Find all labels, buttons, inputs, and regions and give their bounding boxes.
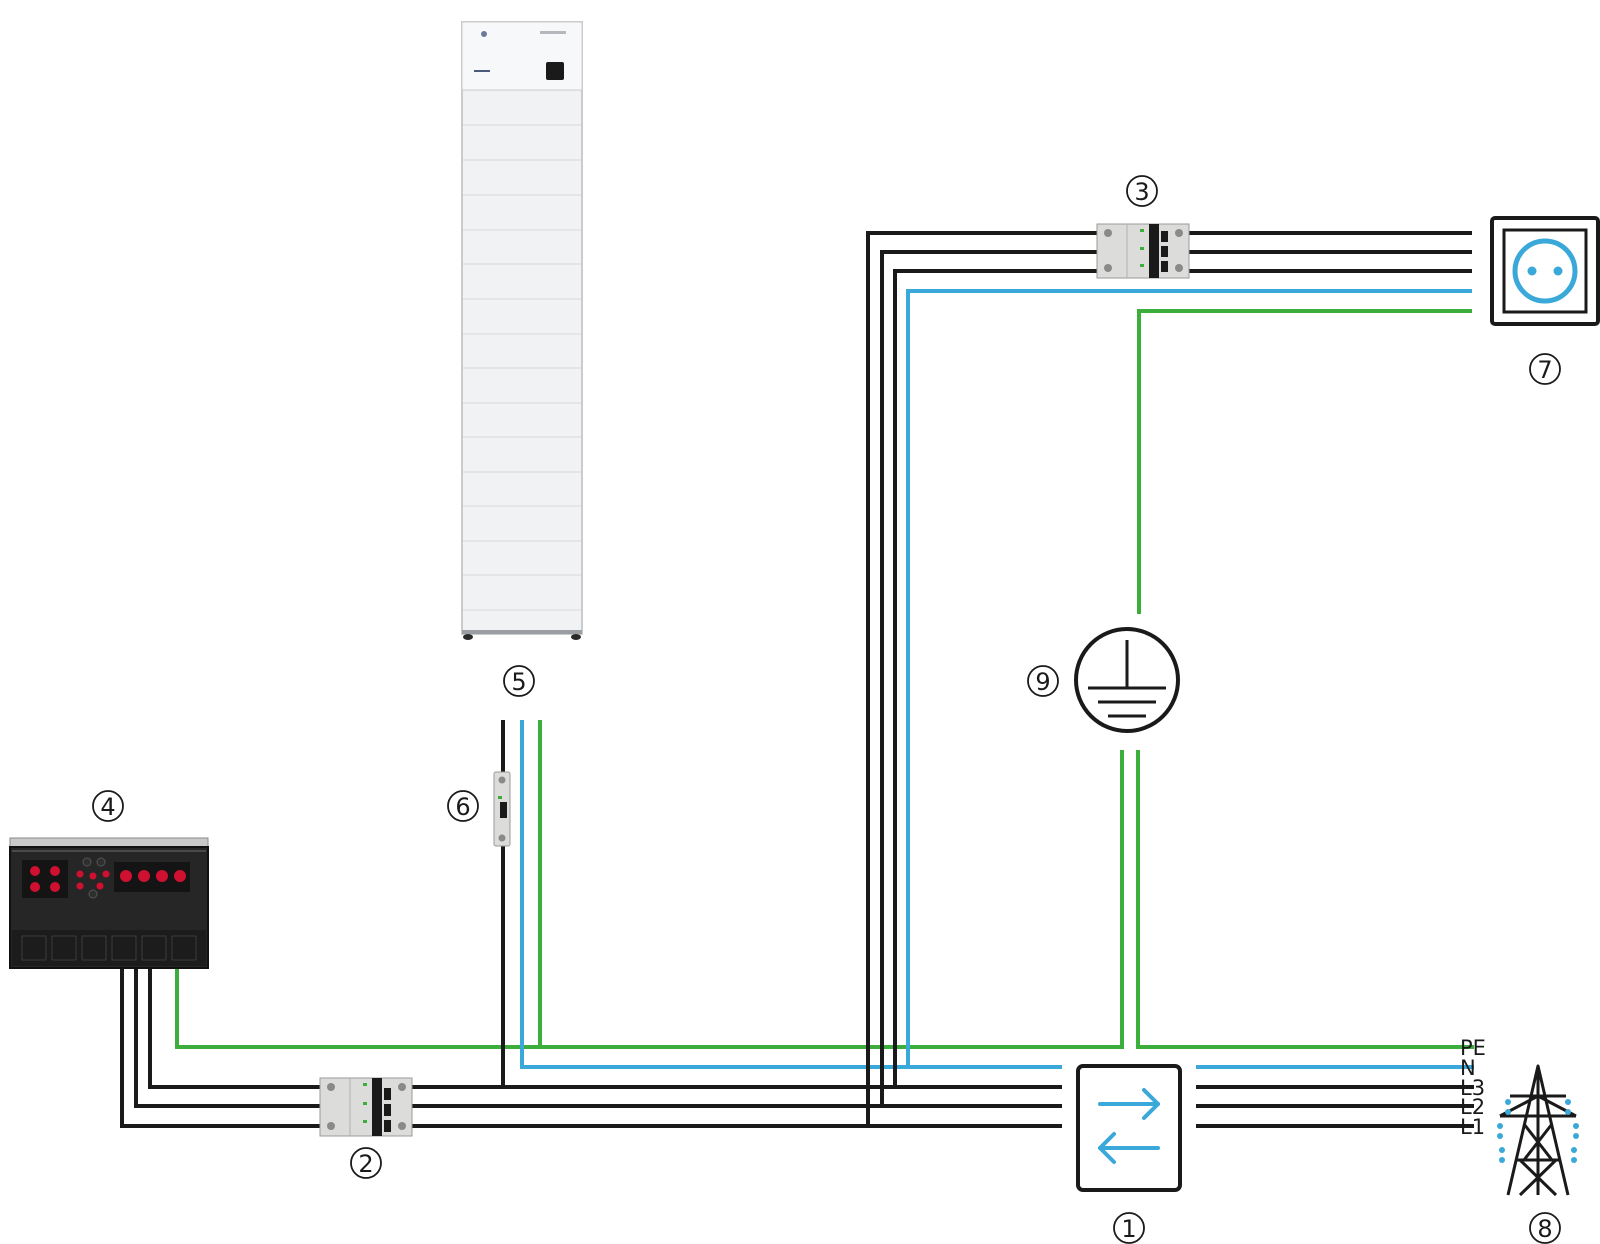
svg-text:3: 3 bbox=[1134, 178, 1149, 206]
svg-text:7: 7 bbox=[1537, 356, 1552, 384]
battery-foot-left bbox=[463, 634, 473, 640]
battery-foot-right bbox=[571, 634, 581, 640]
callout-5: 5 bbox=[503, 665, 535, 697]
phase-wire-l2-inverter bbox=[134, 883, 1062, 1108]
neutral-wire-battery bbox=[520, 720, 1062, 1069]
bidirectional-arrows-icon bbox=[1076, 1064, 1182, 1192]
ground-symbol-icon bbox=[1074, 627, 1180, 733]
three-pole-breaker-socket bbox=[1096, 223, 1190, 279]
svg-text:5: 5 bbox=[511, 668, 526, 696]
transmission-tower-icon bbox=[1497, 1064, 1579, 1197]
line-label-l1: L1 bbox=[1460, 1115, 1485, 1139]
callout-3: 3 bbox=[1126, 175, 1158, 207]
three-pole-breaker-inverter bbox=[319, 1077, 413, 1137]
line-label-n: N bbox=[1460, 1056, 1476, 1080]
callout-6: 6 bbox=[447, 790, 479, 822]
callout-2: 2 bbox=[350, 1147, 382, 1179]
power-socket-icon bbox=[1490, 216, 1600, 326]
wires bbox=[120, 231, 1474, 1128]
line-labels: PE N L3 L2 L1 bbox=[1460, 1036, 1486, 1139]
svg-text:8: 8 bbox=[1537, 1215, 1552, 1243]
line-label-pe: PE bbox=[1460, 1036, 1486, 1060]
callout-7: 7 bbox=[1529, 353, 1561, 385]
phase-wire-l3-inverter bbox=[148, 883, 1062, 1089]
callout-1: 1 bbox=[1113, 1212, 1145, 1244]
callout-8: 8 bbox=[1529, 1212, 1561, 1244]
phase-wire-l2-socket bbox=[880, 250, 1472, 1108]
phase-wires bbox=[120, 231, 1474, 1128]
line-label-l2: L2 bbox=[1460, 1095, 1485, 1119]
earth-wires bbox=[175, 309, 1474, 1049]
svg-text:6: 6 bbox=[455, 793, 470, 821]
earth-wire-socket bbox=[1137, 309, 1472, 614]
battery-switch-icon bbox=[546, 62, 564, 80]
callout-9: 9 bbox=[1027, 665, 1059, 697]
earth-wire-inverter bbox=[175, 750, 1124, 1049]
earth-wire-grid bbox=[1136, 750, 1474, 1049]
inverter-dc-connector bbox=[22, 860, 68, 898]
callout-4: 4 bbox=[92, 790, 124, 822]
battery-storage bbox=[461, 21, 583, 640]
neutral-wires bbox=[520, 289, 1474, 1069]
neutral-wire-socket bbox=[906, 289, 1472, 1069]
svg-text:4: 4 bbox=[100, 793, 115, 821]
single-pole-breaker bbox=[493, 771, 511, 847]
battery-module-lines bbox=[463, 124, 581, 611]
phase-wire-l1-socket bbox=[866, 231, 1472, 1128]
line-label-l3: L3 bbox=[1460, 1076, 1485, 1100]
phase-wire-l1-inverter bbox=[120, 883, 1062, 1128]
battery-logo-icon bbox=[481, 31, 487, 37]
svg-text:1: 1 bbox=[1121, 1215, 1136, 1243]
svg-text:2: 2 bbox=[358, 1150, 373, 1178]
inverter bbox=[9, 837, 209, 969]
svg-text:9: 9 bbox=[1035, 668, 1050, 696]
phase-wire-l3-socket bbox=[893, 269, 1472, 1089]
callouts: 1 2 3 4 5 6 7 8 bbox=[92, 175, 1561, 1244]
